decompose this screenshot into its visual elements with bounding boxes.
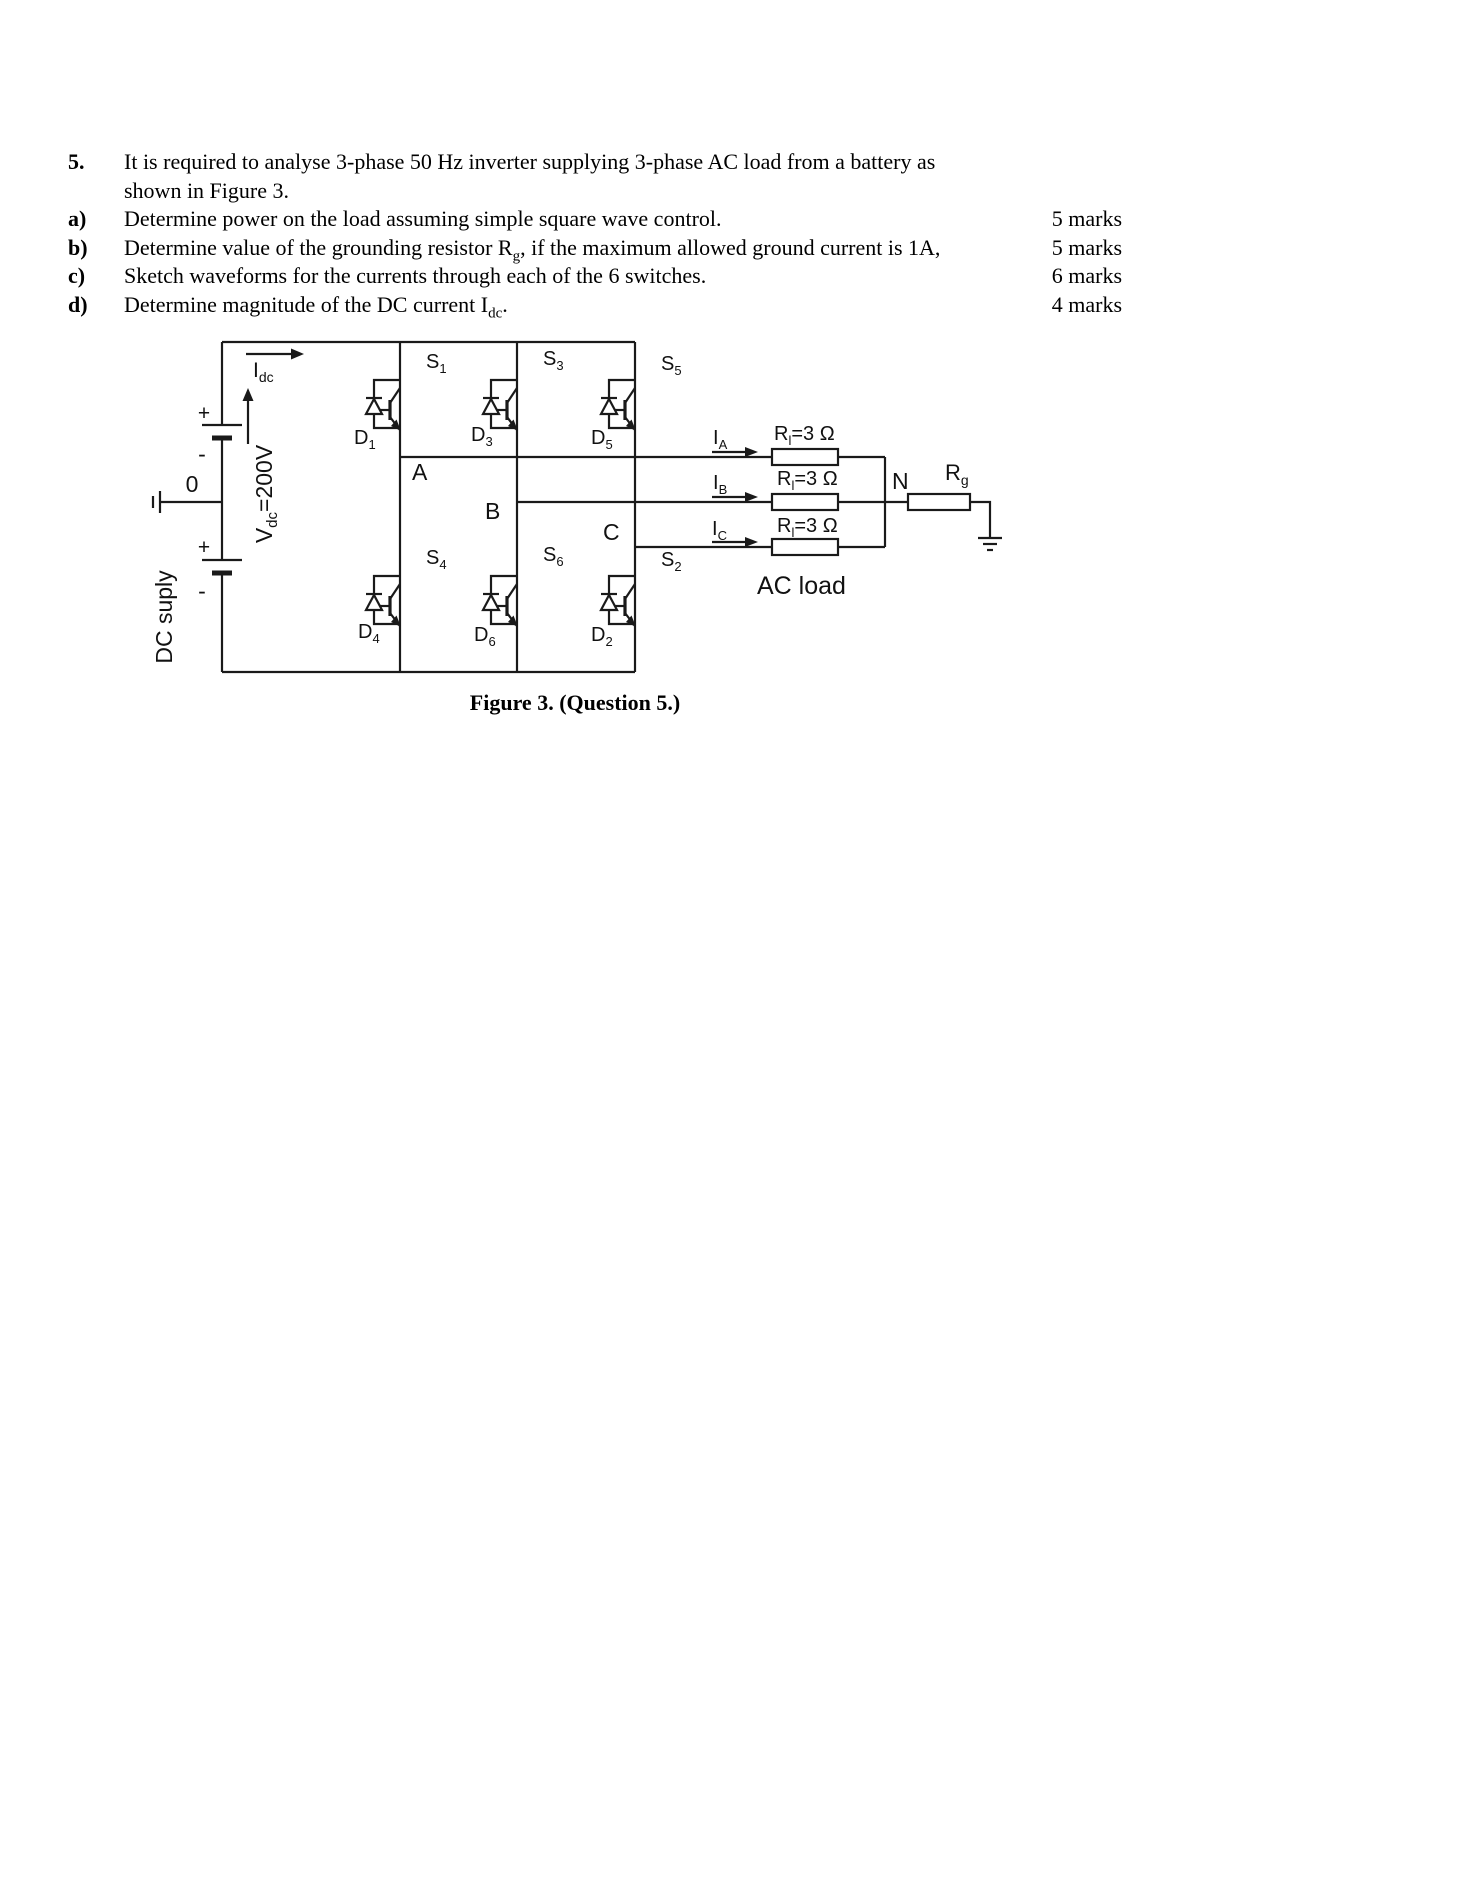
figure-labels: Idc + - + - 0 Vdc=200V DC suply S1 S3 S5… (151, 348, 969, 664)
part-b-text-after: , if the maximum allowed ground current … (520, 234, 941, 260)
label-dc-supply: DC suply (151, 570, 177, 664)
label-neutral: N (892, 468, 909, 494)
switch-s5-with-diode-d5 (599, 378, 638, 433)
part-d-text-before: Determine magnitude of the DC current I (124, 291, 489, 317)
idc-arrow-head (291, 348, 304, 360)
label-ib: IB (713, 472, 727, 497)
label-s4: S4 (426, 547, 447, 572)
circuit-wires (151, 340, 1002, 674)
annotation-arrows (242, 348, 758, 547)
part-d-text-after: . (502, 291, 508, 317)
question-intro-row-2: shown in Figure 3. (68, 177, 1122, 206)
load-resistor-a (770, 447, 840, 467)
label-d2: D2 (591, 624, 613, 649)
label-d4: D4 (358, 621, 380, 646)
part-b-text-before: Determine value of the grounding resisto… (124, 234, 513, 260)
part-b-label: b) (68, 234, 88, 260)
ib-arrow-head (745, 492, 758, 502)
question-block: 5. It is required to analyse 3-phase 50 … (68, 148, 1122, 322)
part-d-text: Determine magnitude of the DC current Id… (124, 291, 1027, 322)
part-b-marks: 5 marks (1051, 234, 1122, 260)
part-a-marks: 5 marks (1051, 206, 1122, 232)
part-c-text: Sketch waveforms for the currents throug… (124, 262, 1027, 291)
figure-caption: Figure 3. (Question 5.) (469, 690, 681, 715)
label-d6: D6 (474, 624, 496, 649)
part-b-text: Determine value of the grounding resisto… (124, 234, 1027, 265)
label-d3: D3 (471, 424, 493, 449)
label-resistor-b: Rl=3 Ω (777, 468, 838, 493)
figure-circuit-diagram: Idc + - + - 0 Vdc=200V DC suply S1 S3 S5… (151, 340, 1002, 674)
battery-cell1-minus: - (198, 441, 206, 467)
label-ia: IA (713, 427, 728, 452)
marks-spacer (1027, 177, 1122, 206)
grounding-resistor (906, 492, 972, 512)
label-resistor-c: Rl=3 Ω (777, 515, 838, 540)
label-ac-load: AC load (757, 572, 846, 600)
label-zero: 0 (186, 471, 199, 497)
part-d-label: d) (68, 291, 88, 317)
label-d1: D1 (354, 427, 376, 452)
vdc-arrow-head (242, 388, 254, 401)
question-intro-row-1: 5. It is required to analyse 3-phase 50 … (68, 148, 1122, 177)
label-s3: S3 (543, 348, 564, 373)
switch-s3-with-diode-d3 (481, 378, 520, 433)
part-b-text-sub: g (512, 248, 521, 265)
label-vdc: Vdc=200V (251, 444, 281, 543)
rg-to-ground-wire (970, 500, 992, 538)
question-part-d: d) Determine magnitude of the DC current… (68, 291, 1122, 322)
battery-cell1-plus: + (198, 402, 210, 425)
load-resistor-b (770, 492, 840, 512)
label-spacer (68, 177, 124, 206)
part-d-marks: 4 marks (1051, 291, 1122, 317)
load-resistor-c (770, 537, 840, 557)
question-number: 5. (68, 149, 85, 174)
part-a-text-before: Determine power on the load assuming sim… (124, 206, 722, 232)
label-s6: S6 (543, 544, 564, 569)
question-part-c: c) Sketch waveforms for the currents thr… (68, 262, 1122, 291)
part-d-text-sub: dc (488, 305, 503, 322)
label-idc: Idc (253, 359, 274, 385)
label-phase-a: A (412, 459, 428, 485)
marks-spacer (1027, 148, 1122, 177)
switch-cells (364, 378, 638, 629)
label-s5: S5 (661, 353, 682, 378)
label-phase-c: C (603, 519, 620, 545)
label-ic: IC (712, 518, 727, 543)
part-c-label: c) (68, 263, 86, 289)
ic-arrow-head (745, 537, 758, 547)
label-resistor-a: Rl=3 Ω (774, 423, 835, 448)
question-intro-line2: shown in Figure 3. (124, 177, 289, 203)
switch-s4-with-diode-d4 (364, 574, 403, 629)
label-s1: S1 (426, 351, 447, 376)
label-rg: Rg (945, 460, 969, 488)
question-part-b: b) Determine value of the grounding resi… (68, 234, 1122, 265)
question-part-a: a) Determine power on the load assuming … (68, 205, 1122, 234)
label-phase-b: B (485, 498, 500, 524)
switch-s6-with-diode-d6 (481, 574, 520, 629)
part-c-marks: 6 marks (1051, 263, 1122, 289)
label-s2: S2 (661, 549, 682, 574)
part-a-text: Determine power on the load assuming sim… (124, 205, 1027, 234)
switch-s2-with-diode-d2 (599, 574, 638, 629)
part-a-label: a) (68, 206, 87, 232)
label-d5: D5 (591, 427, 613, 452)
part-c-text-before: Sketch waveforms for the currents throug… (124, 263, 707, 289)
ia-arrow-head (745, 447, 758, 457)
battery-cell2-plus: + (198, 536, 210, 559)
switch-s1-with-diode-d1 (364, 378, 403, 433)
question-intro-line1: It is required to analyse 3-phase 50 Hz … (124, 149, 936, 174)
battery-cell2-minus: - (198, 578, 206, 604)
